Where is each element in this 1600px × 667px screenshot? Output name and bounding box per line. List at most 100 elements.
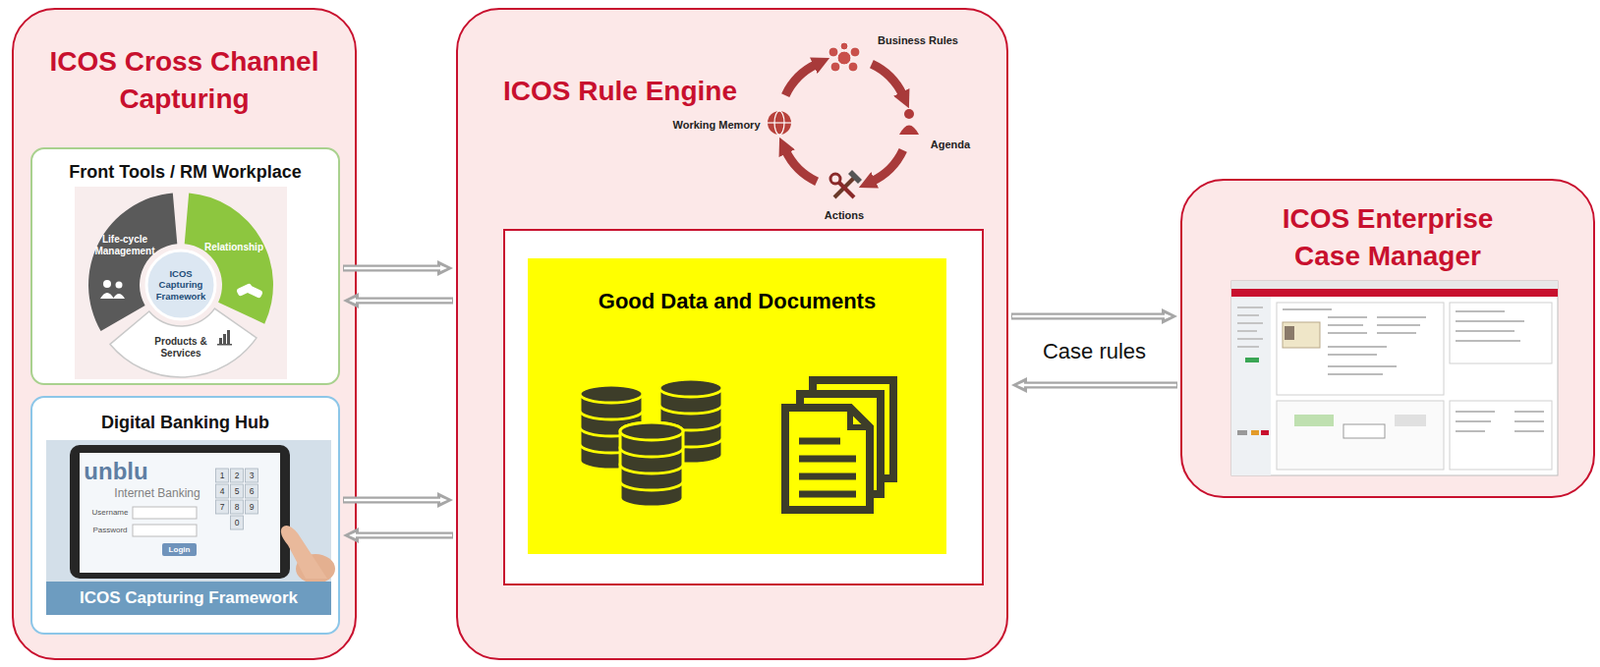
people-icon-part <box>113 293 125 299</box>
card-lines-part <box>1376 316 1427 319</box>
rules-icon-part <box>830 61 841 72</box>
sidebar-button <box>1260 430 1269 436</box>
keypad-digit-holder: 2 <box>234 470 240 481</box>
bar-chart-icon <box>217 330 232 346</box>
card-lines-part <box>1376 332 1417 335</box>
rules-icon-part <box>840 42 849 51</box>
bar-chart-icon-part <box>223 334 227 344</box>
tablet-body <box>69 445 290 579</box>
digital-hub-box: Digital Banking HubICOS Capturing Framew… <box>30 396 341 635</box>
connector <box>342 268 444 270</box>
wheel-hub-label-holder: ICOS Capturing Framework <box>152 268 210 302</box>
keypad-digit-holder: 0 <box>234 517 240 528</box>
sidebar-button <box>1237 430 1248 436</box>
keypad-digit-holder: 6 <box>249 486 255 497</box>
document-lines-part <box>1514 410 1544 413</box>
flow-step <box>1294 414 1334 427</box>
handshake-icon-part <box>245 285 264 299</box>
connector-line <box>342 265 444 273</box>
rules-icon-part <box>848 61 858 72</box>
keypad-digit: 8 <box>234 502 240 513</box>
framework-bar-title: ICOS Capturing Framework <box>51 588 327 609</box>
rule-engine-panel: ICOS Rule Engine Good Data and Documents <box>456 7 1009 661</box>
connector-line <box>352 297 454 305</box>
keypad-digit: 7 <box>220 502 226 513</box>
wheel-label-holder: Life-cycle Management <box>93 233 157 258</box>
card-lines-part <box>1327 365 1397 368</box>
keypad-digit: 3 <box>249 470 255 481</box>
task-lines-part <box>1455 310 1505 313</box>
wheel-label: Life-cycle Management <box>93 233 157 258</box>
connector <box>1021 385 1178 387</box>
wheel-label: Relationship <box>204 241 264 254</box>
screen-frame <box>1231 281 1558 476</box>
connector <box>1011 316 1168 318</box>
keypad-digit-holder: 4 <box>220 486 226 497</box>
connector-label: Case rules <box>1038 339 1150 365</box>
cycle-arrows-part <box>785 63 817 96</box>
sidebar-lines-part <box>1237 306 1263 309</box>
cycle-label: Agenda <box>930 138 971 152</box>
keypad-digit-holder: 3 <box>249 470 255 481</box>
card-lines-part <box>1327 332 1368 335</box>
login-button <box>162 543 197 557</box>
field-label-holder: Username <box>92 508 129 518</box>
handshake-icon <box>235 283 264 299</box>
field-label: Password <box>92 525 127 536</box>
cycle-label: Working Memory <box>672 118 760 132</box>
keypad-digit: 5 <box>234 486 240 497</box>
document-lines-part <box>1455 420 1491 423</box>
rules-icon-part <box>828 47 839 58</box>
connector-line <box>1011 313 1168 321</box>
wheel-hub-label: ICOS Capturing Framework <box>152 268 210 302</box>
keypad-part <box>230 484 244 499</box>
sidebar-lines-part <box>1237 314 1259 317</box>
task-lines-part <box>1455 330 1515 333</box>
connector <box>352 535 454 537</box>
actions-icon-part <box>848 170 862 184</box>
keypad-digit: 4 <box>220 486 226 497</box>
document-lines <box>1455 410 1544 433</box>
rules-icon-part <box>837 51 852 65</box>
data-box-title: Good Data and Documents <box>540 287 934 316</box>
task-panel <box>1449 302 1552 364</box>
card-lines-part <box>1376 324 1421 327</box>
connector-inner-line <box>1012 315 1165 319</box>
cycle-arrows-part <box>785 150 817 182</box>
documents-panel <box>1449 400 1552 470</box>
status-badge <box>1245 357 1259 363</box>
card-lines-part <box>1327 345 1387 348</box>
app-header <box>1231 288 1558 297</box>
client-card <box>1276 302 1444 396</box>
photo-background <box>46 440 332 616</box>
document-stack-part <box>799 456 857 463</box>
document-lines-part <box>1514 430 1544 433</box>
connector-inner-line <box>343 499 441 503</box>
keypad <box>216 468 259 530</box>
wheel-label-holder: Products & Services <box>150 336 212 360</box>
wheel-label-holder: Relationship <box>204 241 264 254</box>
keypad-part <box>245 468 259 483</box>
connector-line <box>1021 382 1178 390</box>
people-icon-part <box>100 292 115 299</box>
screen-text: Internet Banking <box>114 486 200 501</box>
coin-stack <box>620 422 684 508</box>
framework-bar: ICOS Capturing Framework <box>46 581 332 616</box>
tablet-screen <box>79 453 281 573</box>
connector-inner-line <box>343 267 441 271</box>
keypad-digit: 1 <box>220 470 226 481</box>
card-lines-part <box>1327 373 1383 376</box>
document-stack-part <box>785 407 870 511</box>
sidebar-lines-part <box>1237 330 1258 333</box>
agenda-icon-part <box>904 109 915 119</box>
cycle-label-holder: Working Memory <box>672 118 760 132</box>
data-frame <box>504 229 983 585</box>
cycle-arrows-part <box>871 150 904 182</box>
task-lines <box>1455 310 1525 343</box>
actions-icon-part <box>834 177 855 198</box>
actions-icon <box>830 170 862 198</box>
wheel-label: Products & Services <box>150 336 212 360</box>
document-stack-part <box>799 473 857 481</box>
card-lines-part <box>1327 316 1368 319</box>
agenda-icon <box>899 109 919 135</box>
